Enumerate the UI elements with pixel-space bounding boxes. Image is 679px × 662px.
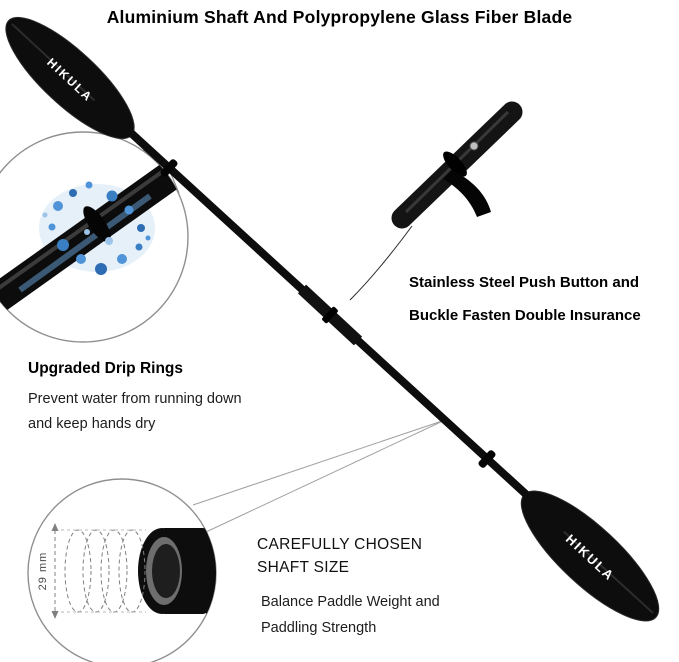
shaft-size-description: Balance Paddle Weight and Paddling Stren… xyxy=(261,589,440,641)
cam-lever xyxy=(443,170,491,217)
buckle-detail xyxy=(349,101,523,301)
shaft-size-zoom-circle: 29 mm xyxy=(27,478,217,662)
shaft-size-heading-line2: SHAFT SIZE xyxy=(257,559,350,576)
clamp-ring xyxy=(443,151,467,177)
buckle-annotation: Stainless Steel Push Button and Buckle F… xyxy=(409,266,641,332)
diameter-measure: 29 mm xyxy=(37,523,146,619)
zoom-shaft xyxy=(0,145,188,331)
drip-ring-zoom-circle xyxy=(0,131,189,343)
shaft-size-heading-line1: CAREFULLY CHOSEN xyxy=(257,536,423,553)
joint-collar xyxy=(322,306,338,324)
kayak-paddle: HIKULA HIKULA xyxy=(5,16,660,622)
drip-ring-upper xyxy=(160,159,178,177)
shaft-tube xyxy=(138,528,216,614)
drip-rings-annotation: Upgraded Drip Rings Prevent water from r… xyxy=(28,360,242,437)
drip-rings-line2: and keep hands dry xyxy=(28,416,156,432)
shaft-size-heading: CAREFULLY CHOSEN SHAFT SIZE xyxy=(257,533,422,579)
shaft-size-line2: Paddling Strength xyxy=(261,620,377,636)
drip-rings-heading: Upgraded Drip Rings xyxy=(28,360,184,377)
shaft-callout-lines xyxy=(192,419,446,533)
zoom-drip-ring xyxy=(83,206,111,242)
diameter-projection-ellipses xyxy=(64,529,146,613)
drip-ring-lower xyxy=(478,450,496,468)
drip-rings-line1: Prevent water from running down xyxy=(28,391,242,407)
shaft-diameter-label: 29 mm xyxy=(37,552,49,591)
buckle-annotation-line1: Stainless Steel Push Button and xyxy=(409,274,640,291)
page-title: Aluminium Shaft And Polypropylene Glass … xyxy=(106,7,573,27)
zoom-shaft-highlight xyxy=(0,150,188,307)
water-droplets xyxy=(42,181,151,275)
buckle-annotation-line2: Buckle Fasten Double Insurance xyxy=(409,307,641,324)
shaft-size-line1: Balance Paddle Weight and xyxy=(261,594,440,610)
buckle-pointer-line xyxy=(349,225,413,301)
push-button xyxy=(469,141,479,151)
